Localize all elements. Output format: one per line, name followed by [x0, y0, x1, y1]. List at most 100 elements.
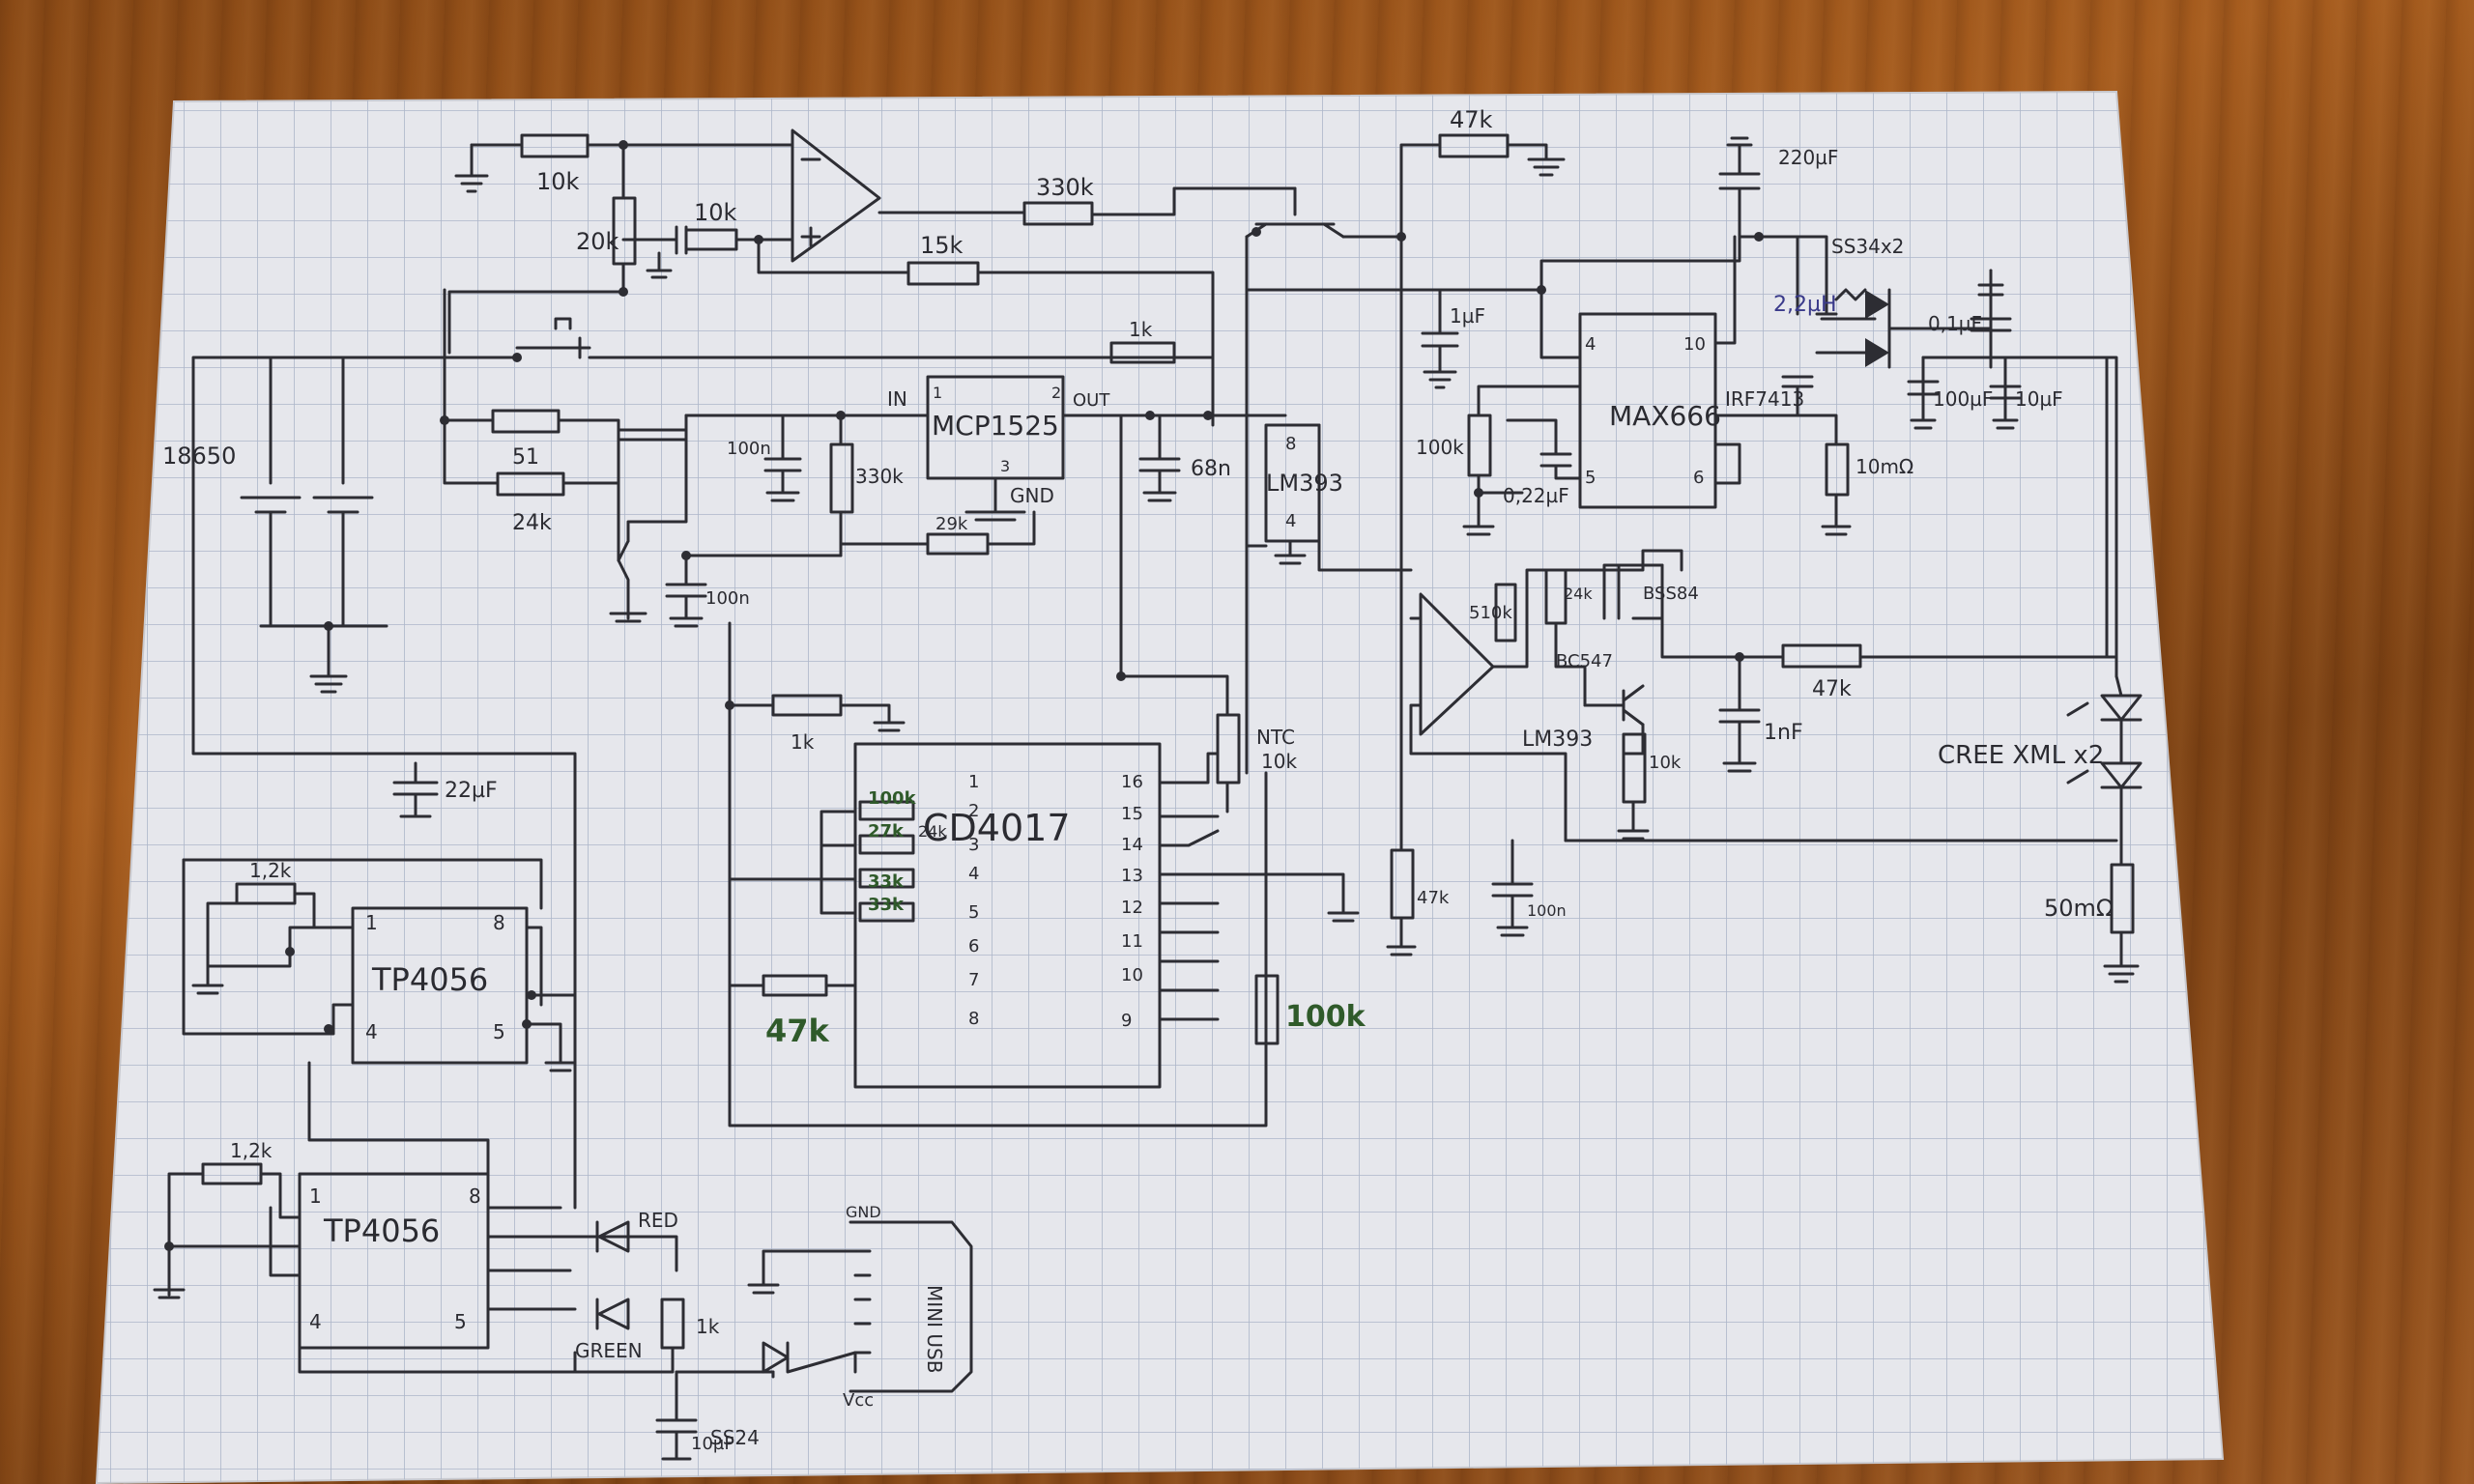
label-lm393: LM393: [1266, 470, 1343, 497]
label-c100n-b: 100n: [705, 588, 750, 609]
label-pin-l8: 8: [968, 1009, 979, 1029]
label-r1k-mid: 1k: [791, 730, 815, 754]
label-pin-l2: 2: [968, 801, 979, 821]
label-inductor: 2,2µH: [1773, 293, 1837, 317]
diode-ss24: [762, 1341, 790, 1374]
label-tp-a-pin1: 1: [365, 911, 378, 934]
resistor-100k-mode: [858, 800, 915, 821]
label-mcp-pin1: 1: [933, 384, 942, 402]
label-lm393-b: LM393: [1522, 728, 1593, 752]
label-max-pin6: 6: [1693, 468, 1704, 488]
led-cree-2: [2100, 761, 2143, 789]
label-pin12: 12: [1121, 898, 1143, 918]
label-r24k: 24k: [512, 511, 552, 535]
mode-selector-section: [725, 621, 1534, 1127]
label-max666: MAX666: [1609, 400, 1721, 432]
label-cree: CREE XML x2: [1938, 741, 2104, 770]
label-c100uf: 100µF: [1933, 387, 1993, 411]
mini-usb-connector: [747, 1220, 973, 1393]
label-mcp-in: IN: [887, 387, 907, 411]
label-r29k: 29k: [935, 514, 968, 534]
label-r510k: 510k: [1469, 603, 1512, 623]
label-c22uf-charger: 22µF: [445, 779, 498, 803]
label-tp-b-pin8: 8: [469, 1184, 481, 1208]
label-led-red: RED: [638, 1209, 678, 1232]
label-r10mohm: 10mΩ: [1856, 455, 1913, 478]
label-mcp-out: OUT: [1073, 390, 1110, 411]
charger-section: [153, 761, 857, 1461]
label-c1uf: 1µF: [1450, 304, 1485, 328]
opamp-lm393-b: [1419, 592, 1495, 736]
label-tp-a-pin4: 4: [365, 1020, 378, 1043]
label-r1k-low: 1k: [696, 1315, 720, 1338]
label-c01uf: 0,1µF: [1928, 312, 1982, 335]
ic-tp4056-b: [298, 1172, 490, 1350]
label-mcp-pin2: 2: [1051, 384, 1061, 402]
label-r1k-top: 1k: [1129, 318, 1153, 341]
label-pin-l5: 5: [968, 902, 979, 923]
led-green: [597, 1298, 630, 1330]
label-mcp-pin3: 3: [1000, 457, 1010, 475]
label-c1nf: 1nF: [1764, 721, 1803, 745]
label-max-pin10: 10: [1683, 334, 1706, 355]
label-ss34x2: SS34x2: [1831, 235, 1904, 258]
label-r330k-top: 330k: [1036, 174, 1094, 201]
pnp-switch-section: [1245, 133, 1566, 842]
label-pin16: 16: [1121, 772, 1143, 792]
label-tp-b-pin4: 4: [309, 1310, 322, 1333]
label-r24k-b: 24k: [1564, 585, 1593, 603]
label-tp4056-b: TP4056: [323, 1213, 440, 1249]
label-pin-l1: 1: [968, 772, 979, 792]
label-mini-usb: MINI USB: [923, 1285, 946, 1373]
ic-cd4017: [853, 742, 1162, 1089]
label-c220uf: 220µF: [1778, 146, 1838, 169]
label-pin-l3: 3: [968, 835, 979, 855]
label-usb-vcc: Vcc: [843, 1390, 874, 1411]
label-r20k: 20k: [576, 228, 619, 255]
label-ss24: SS24: [710, 1426, 760, 1449]
label-mcp-gnd: GND: [1010, 484, 1054, 507]
label-r51: 51: [512, 445, 539, 470]
resistor-510k: [1494, 583, 1517, 642]
label-pin-l7: 7: [968, 970, 979, 990]
label-pin9: 9: [1121, 1011, 1132, 1031]
ic-max666: [1578, 312, 1717, 509]
label-r100k-mode: 100k: [868, 788, 917, 809]
label-ntc: NTC: [1256, 726, 1295, 749]
label-c022uf: 0,22µF: [1503, 484, 1569, 507]
label-irf: IRF7413: [1725, 387, 1804, 411]
opamp-input: [791, 128, 881, 263]
label-r10k-b: 10k: [694, 199, 737, 226]
label-ntc-val: 10k: [1261, 750, 1297, 773]
label-r50mohm: 50mΩ: [2044, 895, 2114, 922]
input-opamp-section: [447, 128, 1297, 427]
label-max-pin5: 5: [1585, 468, 1596, 488]
label-c68n: 68n: [1191, 457, 1231, 481]
led-red: [597, 1220, 630, 1253]
label-c100n-a: 100n: [727, 439, 771, 459]
label-pin11: 11: [1121, 931, 1143, 952]
label-battery: 18650: [162, 442, 236, 470]
resistor-33k-mode-2: [858, 901, 915, 923]
label-tp-a-pin5: 5: [493, 1020, 505, 1043]
label-r24k-mode: 24k: [918, 822, 947, 841]
current-control-section: [1409, 549, 2118, 842]
label-usb-gnd: GND: [846, 1203, 881, 1221]
led-output-section: [2066, 356, 2143, 984]
label-r10k-a: 10k: [536, 168, 580, 195]
label-bc547: BC547: [1556, 651, 1613, 671]
label-led-green: GREEN: [575, 1339, 643, 1362]
label-r47k-top: 47k: [1450, 106, 1493, 133]
label-tp-b-pin5: 5: [454, 1310, 467, 1333]
label-bs584: BSS84: [1643, 584, 1699, 604]
label-tp-a-pin8: 8: [493, 911, 505, 934]
label-pin-l4: 4: [968, 864, 979, 884]
label-pin10: 10: [1121, 965, 1143, 985]
label-pin14: 14: [1121, 835, 1143, 855]
label-lm-pin8: 8: [1285, 434, 1296, 454]
label-pin-l6: 6: [968, 936, 979, 956]
label-mcp1525: MCP1525: [932, 410, 1059, 442]
reference-section: [440, 288, 1413, 681]
resistor-1k-top: [1109, 341, 1176, 364]
